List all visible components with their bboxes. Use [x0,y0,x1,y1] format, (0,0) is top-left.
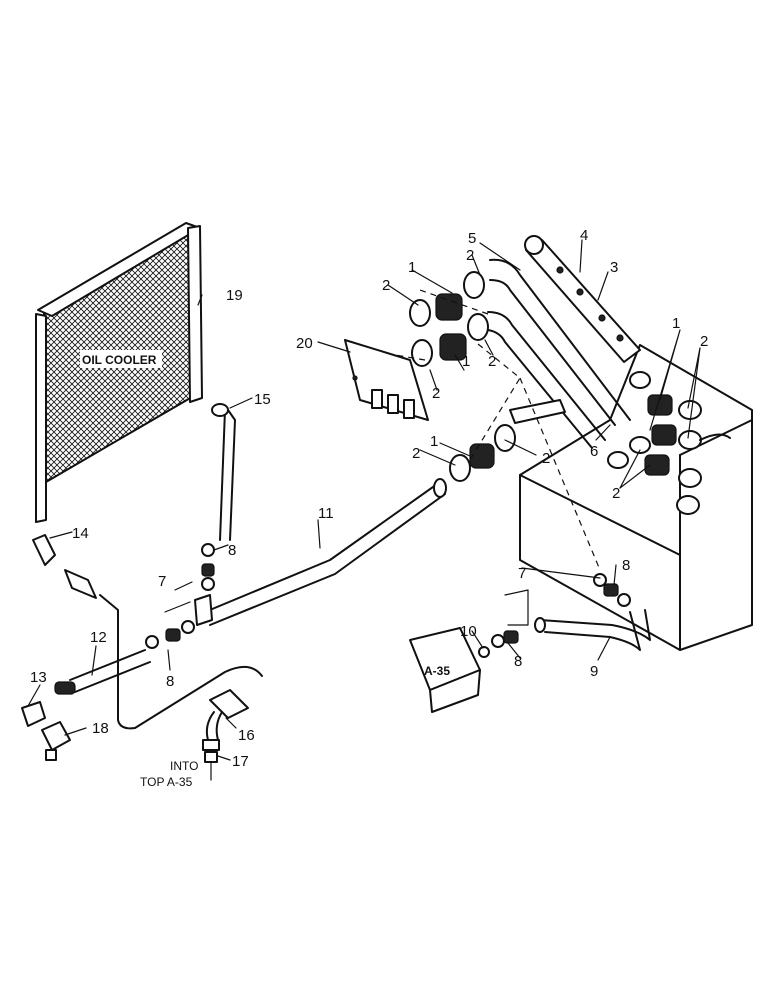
tube-15 [211,403,236,541]
callout-11: 11 [318,505,334,522]
fitting-group-left [145,543,215,649]
oil-cooler-label: OIL COOLER [82,353,157,367]
callout-17: 17 [232,753,249,770]
callout-1: 1 [430,433,438,450]
elbow-13 [21,701,46,727]
return-pipes [487,258,631,449]
filter-housing [344,339,429,421]
callout-13: 13 [30,669,47,686]
return-manifold [524,235,641,363]
oil-cooler-label-bg [80,350,162,368]
callout-3: 3 [610,259,618,276]
fitting-16-17 [202,689,249,781]
note-line-2: TOP A-35 [140,775,193,789]
callout-8: 8 [166,673,174,690]
callout-12: 12 [90,629,107,646]
callout-numbers: 1 1 1 1 2 2 2 2 2 2 2 2 3 4 5 6 7 7 8 8 … [30,227,708,770]
callout-2: 2 [412,445,420,462]
callout-15: 15 [254,391,271,408]
callout-2: 2 [432,385,440,402]
callout-2: 2 [542,450,550,467]
tee-18 [41,721,71,761]
callout-8: 8 [514,653,522,670]
callout-20: 20 [296,335,313,352]
callout-9: 9 [590,663,598,680]
hose-11 [204,478,447,626]
callout-1: 1 [408,259,416,276]
callout-2: 2 [466,247,474,264]
callout-2: 2 [488,353,496,370]
oil-cooler-right-frame [187,225,203,403]
callout-19: 19 [226,287,243,304]
callout-8: 8 [622,557,630,574]
callout-2: 2 [612,485,620,502]
callout-2: 2 [382,277,390,294]
fitting-group-right [478,573,631,658]
callout-16: 16 [238,727,255,744]
callout-1: 1 [462,353,470,370]
routing-note: INTO TOP A-35 [140,759,198,789]
callout-8: 8 [228,542,236,559]
oil-cooler-assembly: OIL COOLER [35,222,203,523]
callout-2: 2 [700,333,708,350]
callout-10: 10 [460,623,477,640]
leader-lines [27,239,701,761]
callout-1: 1 [672,315,680,332]
callout-14: 14 [72,525,89,542]
callout-18: 18 [92,720,109,737]
routing-lines [394,289,601,571]
note-line-1: INTO [170,759,198,773]
hose-clamp-group-right [607,371,731,515]
callout-6: 6 [590,443,598,460]
oil-cooler-left-frame [35,313,47,523]
line-14-16 [32,534,263,730]
callout-7: 7 [158,573,166,590]
hose-clamp-group-upper [409,271,516,482]
callout-7: 7 [518,565,526,582]
control-valve-a35: A-35 [409,627,481,713]
hose-12 [54,649,151,695]
callout-5: 5 [468,230,476,247]
callout-4: 4 [580,227,588,244]
valve-label: A-35 [424,664,450,678]
hose-9 [534,609,651,651]
hydraulic-tank [519,344,753,651]
